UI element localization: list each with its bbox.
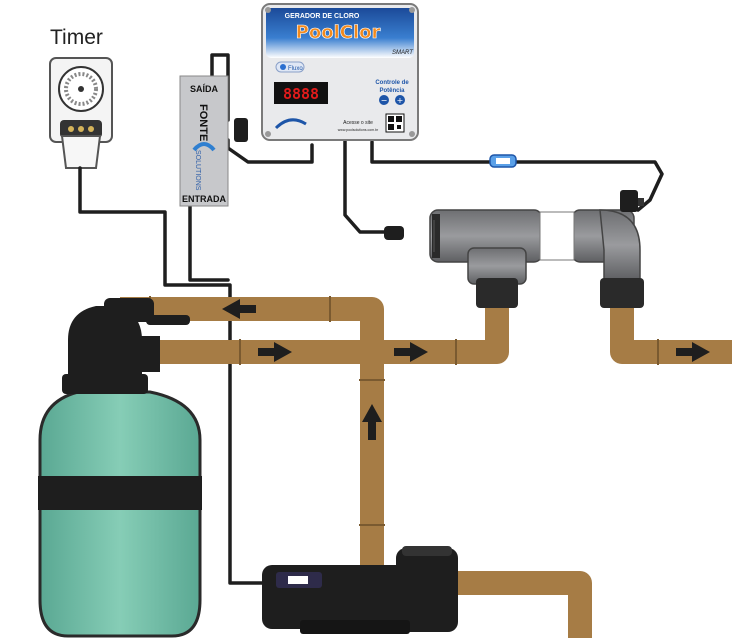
electrolytic-cell [429,190,644,308]
power-control-label-1: Controle de [375,80,409,86]
power-supply-brand: SOLUTIONS [194,150,201,191]
power-supply: SAÍDA FONTE SOLUTIONS ENTRADA [179,75,229,207]
power-control-label-2: Potência [379,88,405,94]
arrow-right-3 [676,342,710,362]
digital-display: 8888 [283,85,319,103]
pump [262,546,458,634]
flow-indicator-label: Fluxo [288,66,303,72]
arrow-left [222,299,256,319]
chlorinator-model: SMART [392,50,414,56]
power-plus-button[interactable]: + [395,95,405,105]
chlorinator-brand: PoolClor [296,22,381,43]
cable-connector-2 [384,226,404,240]
site-label-2: www.poolsolutions.com.br [338,128,379,132]
power-minus-button[interactable]: − [379,95,389,105]
timer-label: Timer [50,26,103,49]
chlorinator-subtitle: GERADOR DE CLORO [285,13,360,20]
arrow-up-riser [362,404,382,440]
flow-sensor [489,154,517,168]
input-label: ENTRADA [182,194,226,204]
timer-device [49,57,113,169]
arrow-right-2 [394,342,428,362]
sand-filter [38,298,202,638]
site-label-1: Acesse o site [343,120,373,126]
minus-label: − [381,96,388,105]
cable-connector-1 [234,118,248,142]
plus-label: + [397,96,404,105]
pipe-couplings [149,296,659,526]
output-label: SAÍDA [190,84,219,94]
power-supply-name: FONTE [197,104,209,141]
arrow-right-1 [258,342,292,362]
chlorinator-box: GERADOR DE CLORO PoolClor SMART Fluxo 88… [261,3,419,141]
